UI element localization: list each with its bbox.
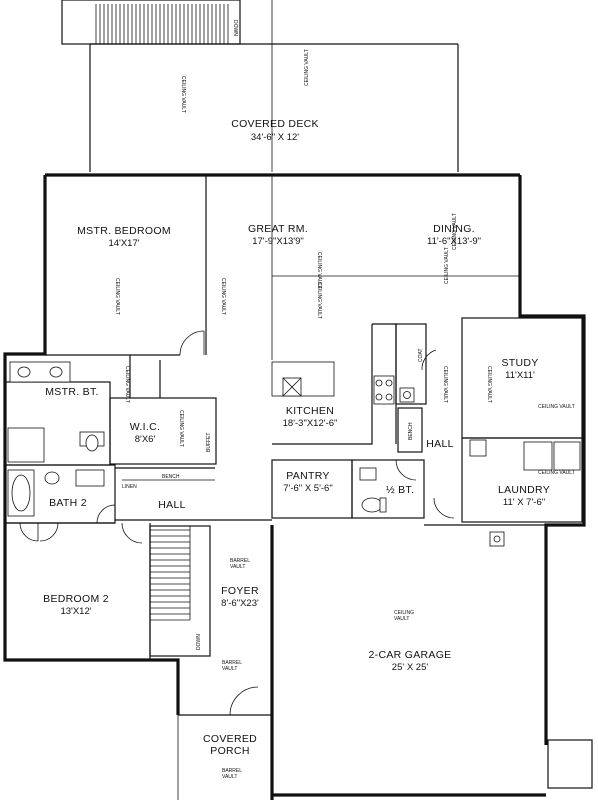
pantry-label: PANTRY — [286, 470, 329, 482]
bath-fixtures — [7, 361, 105, 517]
covered-deck-dims: 34'-6" X 12' — [251, 132, 299, 143]
barrel-note: BARREL — [230, 558, 250, 564]
covered-porch-label: COVERED — [203, 733, 257, 745]
ceiling-note: CEILING VAULT — [452, 213, 458, 250]
great-room-dims: 17'-9"X13'9" — [252, 236, 304, 247]
ceiling-note: CEILING VAULT — [316, 282, 322, 319]
ceiling-note: CEILING VAULT — [316, 252, 322, 289]
ceiling-note: CEILING VAULT — [124, 366, 130, 403]
bedroom2-label: BEDROOM 2 — [43, 593, 109, 605]
great-room-label: GREAT RM. — [248, 223, 308, 235]
garage-label: 2-CAR GARAGE — [369, 649, 452, 661]
vault-note: VAULT — [394, 616, 409, 622]
ceiling-note: CEILING VAULT — [486, 366, 492, 403]
dining-label: DINING. — [433, 223, 475, 235]
ceiling-note: CEILING VAULT — [114, 278, 120, 315]
master-bedroom-dims: 14'X17' — [108, 238, 139, 249]
ceiling-note: CEILING — [394, 610, 414, 616]
study-label: STUDY — [501, 357, 538, 369]
garage-dims: 25' X 25' — [392, 662, 429, 673]
linen-label: LINEN — [122, 484, 137, 490]
laundry-label: LAUNDRY — [498, 484, 550, 496]
down-label-foyer: DOWN — [196, 634, 202, 650]
covered-deck-label: COVERED DECK — [231, 118, 319, 130]
ceiling-note: CEILING VAULT — [538, 404, 575, 410]
foyer-label: FOYER — [221, 585, 259, 597]
down-label: DOWN — [232, 20, 238, 36]
exterior-stair: DOWN — [61, 0, 241, 45]
wic-dims: 8'X6' — [135, 434, 156, 445]
vault-note: VAULT — [222, 666, 237, 672]
ceiling-note: CEILING VAULT — [538, 470, 575, 476]
dining-dims: 11'-6"X13'-9" — [427, 236, 481, 247]
pantry-dims: 7'-6" X 5'-6" — [283, 483, 332, 494]
bench-label-hall: BENCH — [162, 474, 180, 480]
coat-label: COAT — [418, 348, 424, 362]
master-bedroom-label: MSTR. BEDROOM — [77, 225, 171, 237]
study-dims: 11'X11' — [505, 370, 535, 381]
room-labels: MSTR. BEDROOM 14'X17' GREAT RM. 17'-9"X1… — [43, 223, 550, 757]
kitchen-dims: 18'-3"X12'-6" — [283, 418, 338, 429]
buffet-label: BUFFET — [206, 433, 212, 452]
foyer-dims: 8'-6"X23' — [221, 598, 259, 609]
vault-note: VAULT — [230, 564, 245, 570]
wic-label: W.I.C. — [130, 421, 160, 433]
half-bath-label: ½ BT. — [386, 484, 414, 496]
bedroom2-dims: 13'X12' — [60, 606, 91, 617]
ceiling-note: CEILING VAULT — [304, 49, 310, 86]
covered-deck: COVERED DECK 34'-6" X 12' — [89, 0, 459, 172]
hall-right-label: HALL — [426, 438, 453, 450]
barrel-vault-notes: BARREL VAULT BARREL VAULT BARREL VAULT — [222, 558, 250, 780]
interior-walls — [4, 175, 593, 789]
ceiling-vault-notes: CEILING VAULT CEILING VAULT CEILING VAUL… — [114, 49, 575, 622]
small-notes: COAT BENCH BENCH BUFFET LINEN DOWN CEILI… — [114, 49, 575, 780]
hall-left-label: HALL — [158, 499, 185, 511]
barrel-note: BARREL — [222, 660, 242, 666]
master-bath-label: MSTR. BT. — [45, 386, 98, 398]
bath2-label: BATH 2 — [49, 497, 87, 509]
ceiling-note: CEILING VAULT — [220, 278, 226, 315]
ceiling-note: CEILING VAULT — [442, 366, 448, 403]
vault-note: VAULT — [222, 774, 237, 780]
kitchen-label: KITCHEN — [286, 405, 334, 417]
ceiling-note: CEILING VAULT — [178, 410, 184, 447]
ceiling-note: CEILING VAULT — [180, 76, 186, 113]
barrel-note: BARREL — [222, 768, 242, 774]
covered-porch-label-2: PORCH — [210, 745, 249, 757]
bench-label-kitchen: BENCH — [408, 422, 414, 440]
ceiling-note: CEILING VAULT — [444, 247, 450, 284]
door-swings — [19, 330, 455, 716]
laundry-dims: 11' X 7'-6" — [503, 497, 545, 508]
